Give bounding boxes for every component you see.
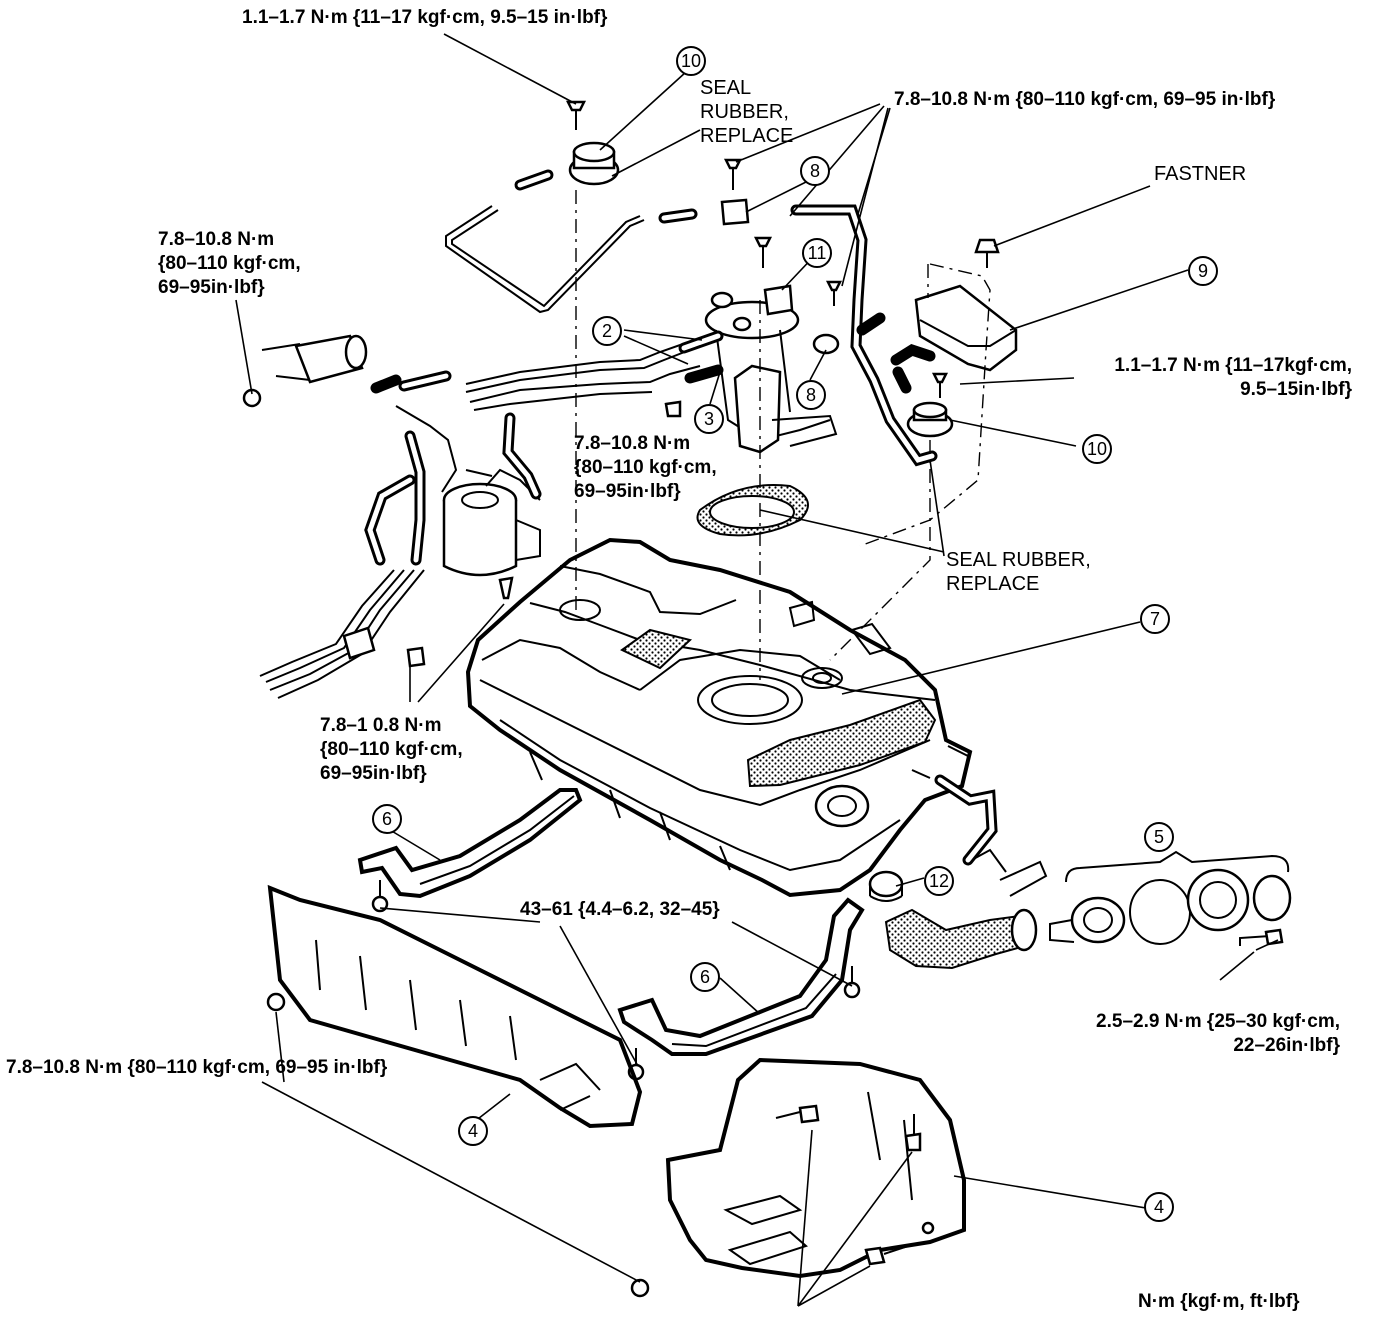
callout-10-top: 10 xyxy=(676,46,706,76)
callout-6-right: 6 xyxy=(690,962,720,992)
note-line: REPLACE xyxy=(946,573,1040,595)
fastener-note: FASTNER xyxy=(1154,163,1247,185)
callout-8-top: 8 xyxy=(800,156,830,186)
fuel-pump-unit xyxy=(696,284,838,537)
note-line: SEAL RUBBER, xyxy=(946,549,1091,571)
torque-line: 69–95in·lbf} xyxy=(320,763,427,784)
torque-label-straps: 43–61 {4.4–6.2, 32–45} xyxy=(520,899,720,920)
torque-line: {80–110 kgf·cm, xyxy=(574,457,717,478)
note-line: SEAL xyxy=(700,77,752,99)
callout-9: 9 xyxy=(1188,256,1218,286)
callout-10-right: 10 xyxy=(1082,434,1112,464)
callout-5: 5 xyxy=(1144,822,1174,852)
pulsation-damper xyxy=(242,334,368,408)
callout-7: 7 xyxy=(1140,604,1170,634)
torque-line: 69–95in·lbf} xyxy=(574,481,681,502)
fuel-tank xyxy=(465,537,973,902)
callout-4-right: 4 xyxy=(1144,1192,1174,1222)
filler-pipe-assembly xyxy=(1049,850,1292,946)
torque-label-pump-screws: 7.8–10.8 N·m {80–110 kgf·cm, 69–95 in·lb… xyxy=(894,89,1276,110)
torque-line: 9.5–15in·lbf} xyxy=(1240,379,1352,400)
torque-line: 7.8–10.8 N·m xyxy=(574,433,691,454)
seal-rubber-note-top: SEAL RUBBER, REPLACE xyxy=(700,76,793,148)
tank-straps xyxy=(357,788,865,1081)
callout-6-left: 6 xyxy=(372,804,402,834)
torque-label-insulator: 7.8–10.8 N·m {80–110 kgf·cm, 69–95 in·lb… xyxy=(6,1057,388,1078)
bolts-and-clips xyxy=(406,100,1018,668)
leader-lines xyxy=(235,33,1279,1307)
fuel-lines xyxy=(259,169,1048,970)
insulator-plates xyxy=(266,884,966,1298)
torque-line: 69–95in·lbf} xyxy=(158,277,265,298)
note-line: REPLACE xyxy=(700,125,794,147)
torque-line: 7.8–1 0.8 N·m xyxy=(320,715,442,736)
torque-line: 22–26in·lbf} xyxy=(1233,1035,1340,1056)
callout-11: 11 xyxy=(802,238,832,268)
torque-label-pump-bolt: 7.8–10.8 N·m {80–110 kgf·cm, 69–95in·lbf… xyxy=(574,432,717,504)
torque-label-right-valve: 1.1–1.7 N·m {11–17kgf·cm, 9.5–15in·lbf} xyxy=(1050,354,1352,402)
torque-line: 1.1–1.7 N·m {11–17kgf·cm, xyxy=(1114,355,1352,376)
callout-4-left: 4 xyxy=(458,1116,488,1146)
callout-2: 2 xyxy=(592,316,622,346)
fuel-filter xyxy=(442,468,541,577)
torque-label-filter: 7.8–1 0.8 N·m {80–110 kgf·cm, 69–95in·lb… xyxy=(320,714,463,786)
callout-3: 3 xyxy=(694,404,724,434)
torque-label-top: 1.1–1.7 N·m {11–17 kgf·cm, 9.5–15 in·lbf… xyxy=(242,7,608,28)
units-note: N·m {kgf·m, ft·lbf} xyxy=(1138,1291,1300,1312)
seal-rubber-note-middle: SEAL RUBBER, REPLACE xyxy=(946,548,1091,596)
note-line: RUBBER, xyxy=(700,101,789,123)
centerlines xyxy=(575,190,931,680)
torque-line: 7.8–10.8 N·m xyxy=(158,229,275,250)
callout-12: 12 xyxy=(924,866,954,896)
torque-line: {80–110 kgf·cm, xyxy=(158,253,301,274)
torque-label-filler-cap: 2.5–2.9 N·m {25–30 kgf·cm, 22–26in·lbf} xyxy=(1010,1010,1340,1058)
torque-line: 2.5–2.9 N·m {25–30 kgf·cm, xyxy=(1096,1011,1340,1032)
callout-8-lower: 8 xyxy=(796,380,826,410)
torque-label-damper: 7.8–10.8 N·m {80–110 kgf·cm, 69–95in·lbf… xyxy=(158,228,301,300)
torque-line: {80–110 kgf·cm, xyxy=(320,739,463,760)
